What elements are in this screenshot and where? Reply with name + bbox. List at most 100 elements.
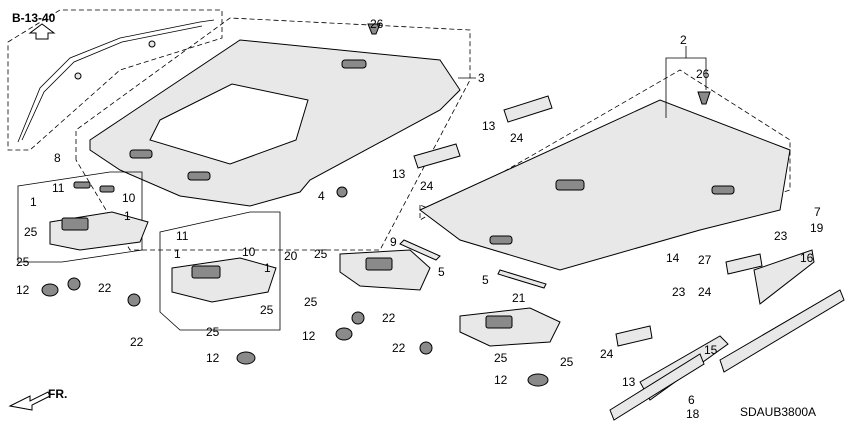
callout[interactable]: 1 xyxy=(174,247,181,261)
callout[interactable]: 25 xyxy=(260,303,274,317)
headlining-slot xyxy=(489,235,513,245)
visor-group-frame-2 xyxy=(159,211,281,331)
clip-4 xyxy=(336,186,348,198)
visor-clip xyxy=(73,181,91,189)
grab-handle xyxy=(413,143,461,169)
front-arrow-icon xyxy=(8,391,51,411)
callout[interactable]: 1 xyxy=(30,195,37,209)
harness-clip xyxy=(74,72,82,80)
visor-mirror xyxy=(61,217,89,231)
callout[interactable]: 1 xyxy=(124,209,131,223)
callout[interactable]: 24 xyxy=(420,179,434,193)
visor-group-frame xyxy=(17,171,143,263)
callout[interactable]: 15 xyxy=(704,343,718,357)
callout[interactable]: 27 xyxy=(698,253,712,267)
callout[interactable]: 5 xyxy=(438,265,445,279)
visor-mirror xyxy=(365,257,393,271)
grab-handle xyxy=(725,253,763,275)
callout[interactable]: 16 xyxy=(800,251,814,265)
callout[interactable]: 26 xyxy=(696,67,710,81)
callout[interactable]: 23 xyxy=(774,229,788,243)
sunroof-opening xyxy=(149,83,309,165)
callout[interactable]: 11 xyxy=(176,229,189,243)
callout[interactable]: 24 xyxy=(510,131,524,145)
headlining-slot xyxy=(555,179,585,191)
clip-22 xyxy=(127,293,141,307)
callout[interactable]: 23 xyxy=(672,285,686,299)
side-garnish xyxy=(753,249,815,305)
clip-22 xyxy=(419,341,433,355)
cap-12 xyxy=(236,351,256,365)
headlining-slot xyxy=(129,149,153,159)
diagram-code: SDAUB3800A xyxy=(740,405,816,419)
grab-handle xyxy=(503,95,553,123)
callout[interactable]: 12 xyxy=(494,373,508,387)
callout[interactable]: 26 xyxy=(370,17,384,31)
callout[interactable]: 10 xyxy=(242,245,256,259)
visor-mirror xyxy=(191,265,221,279)
side-rail xyxy=(609,353,705,421)
callout[interactable]: 25 xyxy=(24,225,38,239)
callout[interactable]: 25 xyxy=(304,295,318,309)
front-label: FR. xyxy=(48,387,67,401)
sun-visor-mid xyxy=(171,257,277,303)
callout[interactable]: 25 xyxy=(314,247,328,261)
callout[interactable]: 22 xyxy=(98,281,112,295)
callout[interactable]: 18 xyxy=(686,407,700,421)
trim-strip xyxy=(399,239,441,261)
callout[interactable]: 25 xyxy=(494,351,508,365)
clip-26 xyxy=(697,91,711,105)
callout[interactable]: 8 xyxy=(54,151,61,165)
callout[interactable]: 12 xyxy=(302,329,316,343)
callout[interactable]: 25 xyxy=(560,355,574,369)
visor-mirror xyxy=(485,315,513,329)
cap-12 xyxy=(335,327,353,341)
grab-handle xyxy=(615,325,653,347)
side-rail xyxy=(719,289,845,373)
callout[interactable]: 12 xyxy=(206,351,220,365)
callout[interactable]: 11 xyxy=(52,181,65,195)
callout[interactable]: 19 xyxy=(810,221,824,235)
clip-26 xyxy=(367,23,381,35)
headlining-slot xyxy=(187,171,211,181)
callout[interactable]: 9 xyxy=(390,235,397,249)
callout[interactable]: 13 xyxy=(482,119,496,133)
callout[interactable]: 5 xyxy=(482,273,489,287)
cap-12 xyxy=(527,373,549,387)
harness-frame xyxy=(7,9,223,151)
up-arrow-icon xyxy=(28,23,56,40)
callout[interactable]: 4 xyxy=(318,189,325,203)
callout[interactable]: 6 xyxy=(688,393,695,407)
cap-12 xyxy=(41,283,59,297)
callout[interactable]: 1 xyxy=(264,261,271,275)
callout[interactable]: 10 xyxy=(122,191,136,205)
headlining-standard xyxy=(419,99,791,271)
headlining-slot xyxy=(711,185,735,195)
callout[interactable]: 22 xyxy=(130,335,144,349)
callout[interactable]: 22 xyxy=(382,311,396,325)
callout[interactable]: 25 xyxy=(16,255,30,269)
wire-harness xyxy=(17,19,215,143)
headlining-slot xyxy=(341,59,367,69)
leader-line xyxy=(665,46,707,118)
callout[interactable]: 21 xyxy=(512,291,526,305)
visor-clip xyxy=(99,185,115,193)
callout[interactable]: 14 xyxy=(666,251,680,265)
callout[interactable]: 13 xyxy=(622,375,636,389)
callout[interactable]: 24 xyxy=(600,347,614,361)
callout[interactable]: 3 xyxy=(478,71,485,85)
callout[interactable]: 7 xyxy=(814,205,821,219)
clip-22 xyxy=(67,277,81,291)
callout[interactable]: 24 xyxy=(698,285,712,299)
ref-label[interactable]: B-13-40 xyxy=(12,11,56,25)
callout[interactable]: 12 xyxy=(16,283,30,297)
harness-clip xyxy=(148,40,156,48)
callout[interactable]: 20 xyxy=(284,249,298,263)
callout[interactable]: 25 xyxy=(206,325,220,339)
clip-22 xyxy=(351,311,365,325)
trim-strip xyxy=(497,269,547,289)
callout[interactable]: 2 xyxy=(680,33,687,47)
wire-harness-2 xyxy=(21,25,203,141)
callout[interactable]: 22 xyxy=(392,341,406,355)
callout[interactable]: 13 xyxy=(392,167,406,181)
